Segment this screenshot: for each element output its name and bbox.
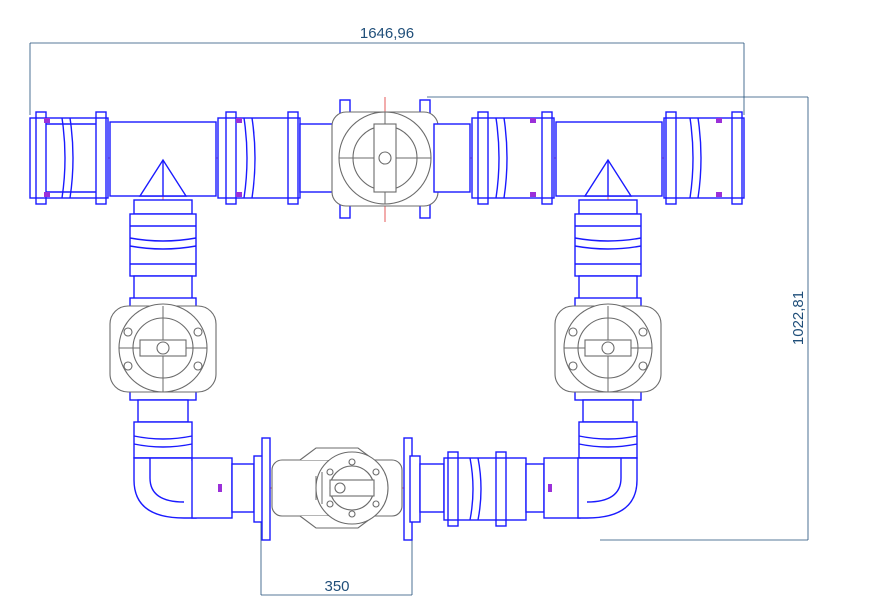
height-dimension-label: 1022,81: [790, 291, 807, 345]
right-vertical-branch: [554, 199, 662, 459]
bottom-pipe-run: [133, 437, 638, 541]
width-dimension-label: 1646,96: [360, 25, 414, 42]
height-dimension: 1022,81: [427, 96, 809, 541]
spacing-dimension-label: 350: [324, 578, 349, 595]
width-dimension: 1646,96: [29, 25, 745, 115]
top-header-pipe: [29, 99, 745, 219]
left-vertical-branch: [109, 199, 217, 459]
